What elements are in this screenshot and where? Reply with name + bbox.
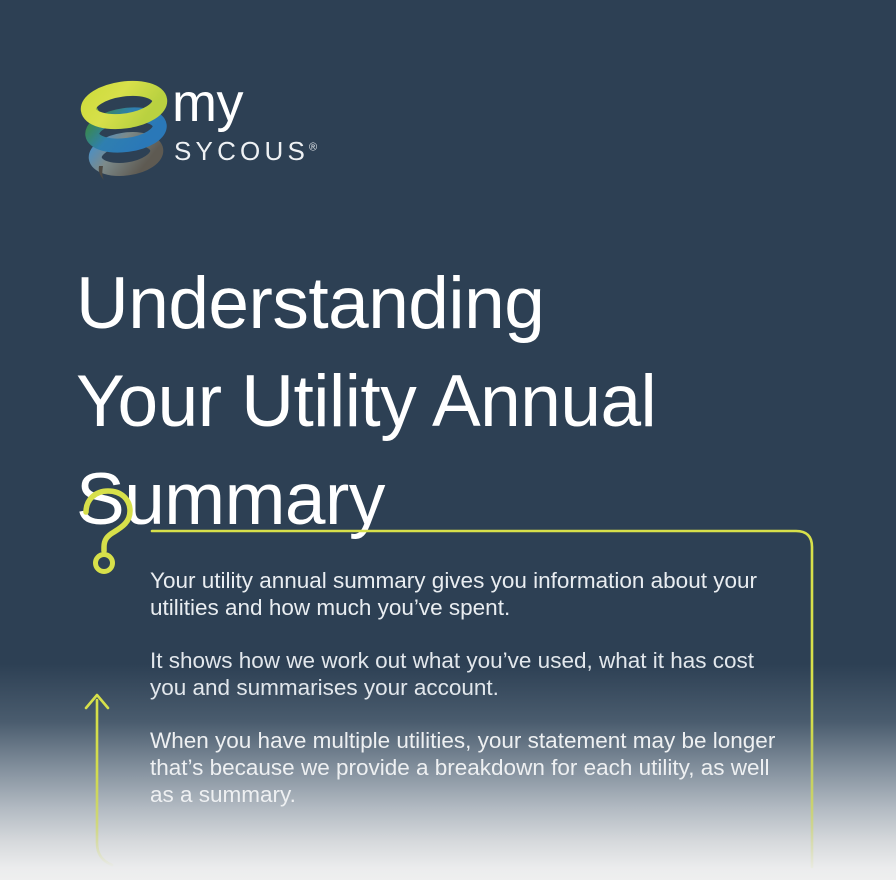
background-gradient-fade (0, 640, 896, 880)
page-title-line-1: Understanding (76, 262, 545, 344)
callout-paragraph-1: Your utility annual summary gives you in… (150, 568, 757, 620)
registered-trademark-icon: ® (309, 141, 318, 154)
question-mark-icon (74, 487, 148, 574)
callout-frame (84, 529, 814, 869)
page-title-line-2: Your Utility Annual (76, 360, 657, 442)
info-callout: Your utility annual summary gives you in… (83, 488, 820, 880)
logo-my-text: my (172, 73, 243, 133)
logo-sycous-label: SYCOUS (174, 136, 310, 166)
brand-wordmark: my SYCOUS® (172, 76, 392, 176)
callout-paragraph-2: It shows how we work out what you’ve use… (150, 648, 755, 700)
sycous-spiral-logo-icon (76, 78, 168, 180)
arrow-up-icon (84, 693, 110, 710)
logo-sycous-text: SYCOUS® (174, 138, 317, 164)
brand-logo: my SYCOUS® (76, 76, 376, 180)
callout-body: Your utility annual summary gives you in… (150, 567, 790, 834)
callout-paragraph-3: When you have multiple utilities, your s… (150, 728, 776, 807)
